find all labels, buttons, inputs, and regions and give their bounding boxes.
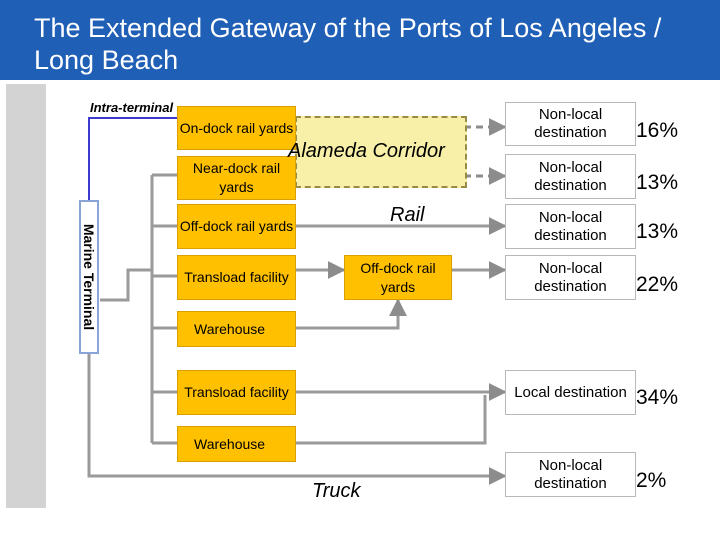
alameda-corridor-box <box>295 116 467 188</box>
on-dock-rail-yards-label: On-dock rail yards <box>179 119 294 136</box>
destination-box-4: Non-local destination <box>505 255 636 300</box>
destination-label-2: Non-local destination <box>534 158 607 194</box>
destination-box-3: Non-local destination <box>505 204 636 249</box>
rail-label: Rail <box>390 204 425 226</box>
on-dock-rail-yards-box: On-dock rail yards <box>177 106 296 150</box>
warehouse-label: Warehouse <box>194 320 266 337</box>
warehouse-box: Warehouse <box>177 311 296 347</box>
marine-terminal-box: Marine Terminal <box>79 200 99 354</box>
marine-terminal-label: Marine Terminal <box>81 223 97 331</box>
destination-label-6: Non-local destination <box>534 456 607 492</box>
share-3: 13% <box>636 220 679 243</box>
transload-facility-2-label: Transload facility <box>184 384 289 400</box>
share-5: 34% <box>636 386 679 409</box>
destination-label-3: Non-local destination <box>534 208 607 244</box>
destination-label-5: Local destination <box>514 383 627 401</box>
off-dock-rail-yards-middle-label: Off-dock rail yards <box>360 259 436 295</box>
transload-facility-box: Transload facility <box>177 255 296 300</box>
near-dock-rail-yards-box: Near-dock rail yards <box>177 156 296 200</box>
left-side-strip <box>6 84 46 508</box>
intra-terminal-label: Intra-terminal <box>90 100 174 115</box>
destination-label-4: Non-local destination <box>534 259 607 295</box>
title-bar: The Extended Gateway of the Ports of Los… <box>0 0 720 80</box>
near-dock-rail-yards-label: Near-dock rail yards <box>192 160 281 195</box>
off-dock-rail-yards-middle-box: Off-dock rail yards <box>344 255 452 300</box>
warehouse-2-label: Warehouse <box>194 435 266 452</box>
share-4: 22% <box>636 273 679 296</box>
alameda-corridor-label: Alameda Corridor <box>288 140 445 162</box>
destination-label-1: Non-local destination <box>534 106 607 141</box>
transload-facility-label: Transload facility <box>184 269 289 285</box>
share-6: 2% <box>636 469 667 492</box>
destination-box-5: Local destination <box>505 370 636 415</box>
off-dock-rail-yards-label: Off-dock rail yards <box>179 218 294 234</box>
warehouse-to-local <box>296 395 487 445</box>
page-title: The Extended Gateway of the Ports of Los… <box>34 13 662 75</box>
share-2: 13% <box>636 171 679 194</box>
truck-line <box>87 354 507 485</box>
transload-facility-2-box: Transload facility <box>177 370 296 415</box>
destination-box-2: Non-local destination <box>505 154 636 199</box>
marine-to-trunk <box>100 268 152 302</box>
destination-box-1: Non-local destination <box>505 102 636 146</box>
warehouse-2-box: Warehouse <box>177 426 296 462</box>
share-1: 16% <box>636 119 679 142</box>
intra-terminal-line <box>88 117 177 200</box>
off-dock-rail-yards-box: Off-dock rail yards <box>177 204 296 249</box>
warehouse-to-offdock <box>296 298 407 330</box>
truck-label: Truck <box>312 480 361 502</box>
destination-box-6: Non-local destination <box>505 452 636 497</box>
